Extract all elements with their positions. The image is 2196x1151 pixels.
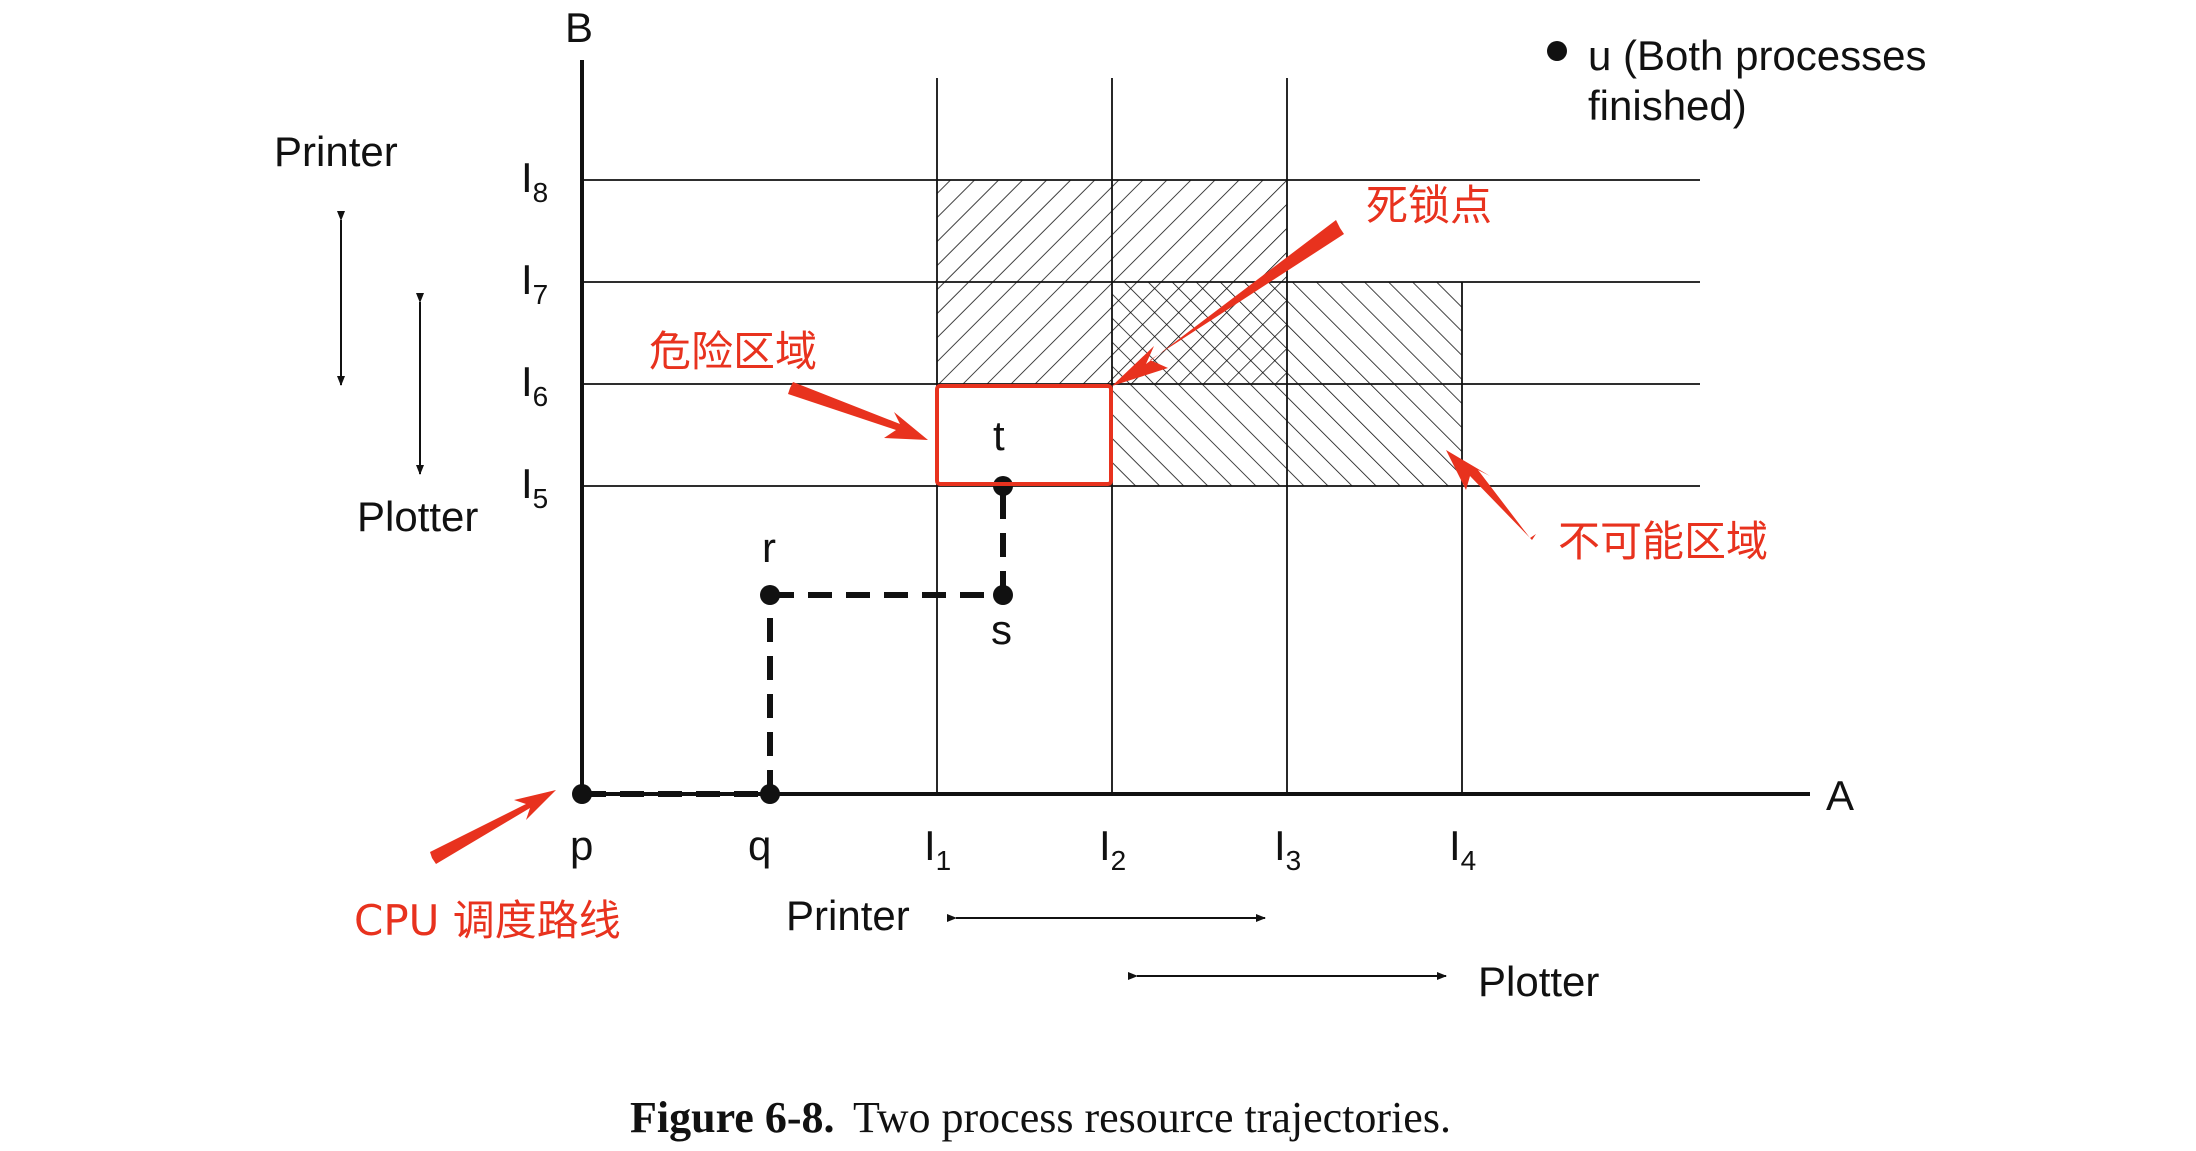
point-label-q: q (748, 822, 771, 869)
point-label-t: t (993, 412, 1005, 459)
horizontal-axis-label: A (1826, 772, 1854, 819)
a-plotter-label: Plotter (1478, 958, 1599, 1005)
b-resource-ranges: Printer Plotter (274, 128, 478, 540)
cpu-path-arrow (430, 790, 556, 864)
trajectory-points (572, 476, 1013, 804)
cpu-path-label: CPU 调度路线 (354, 896, 621, 945)
deadlock-arrow (1112, 220, 1344, 386)
trajectory-path (582, 486, 1006, 797)
danger-zone-label: 危险区域 (649, 327, 817, 376)
figure-caption: Figure 6-8. Two process resource traject… (630, 1093, 1451, 1142)
point-label-s: s (991, 606, 1012, 653)
point-r (760, 585, 780, 605)
point-label-p: p (570, 822, 593, 869)
vertical-axis-label: B (565, 4, 593, 51)
b-plotter-label: Plotter (357, 493, 478, 540)
point-s (993, 585, 1013, 605)
tick-label-i2: I2 (1099, 822, 1126, 876)
red-annotations: 死锁点 危险区域 不可能区域 CPU 调度路线 (354, 181, 1768, 945)
impossible-zone-label: 不可能区域 (1558, 517, 1768, 566)
horizontal-tick-labels: I1 I2 I3 I4 (924, 822, 1476, 876)
a-printer-label: Printer (786, 892, 910, 939)
tick-label-i8: I8 (521, 154, 548, 208)
b-printer-label: Printer (274, 128, 398, 175)
point-p (572, 784, 592, 804)
tick-label-i1: I1 (924, 822, 951, 876)
vertical-tick-labels: I5 I6 I7 I8 (521, 154, 548, 514)
impossible-zone-arrow (1446, 450, 1536, 540)
danger-zone-outline (935, 384, 1113, 486)
danger-zone-arrow (788, 382, 928, 440)
point-q (760, 784, 780, 804)
tick-label-i3: I3 (1274, 822, 1301, 876)
axes (580, 60, 1810, 796)
deadlock-point-label: 死锁点 (1366, 181, 1492, 230)
legend: u (Both processes finished) (1547, 32, 1927, 129)
tick-label-i5: I5 (521, 460, 548, 514)
tick-label-i7: I7 (521, 256, 548, 310)
legend-line-1: u (Both processes (1588, 32, 1927, 79)
a-resource-ranges: Printer Plotter (786, 892, 1599, 1005)
point-label-r: r (762, 524, 776, 571)
legend-dot (1547, 41, 1567, 61)
tick-label-i4: I4 (1449, 822, 1476, 876)
tick-label-i6: I6 (521, 358, 548, 412)
legend-line-2: finished) (1588, 82, 1747, 129)
